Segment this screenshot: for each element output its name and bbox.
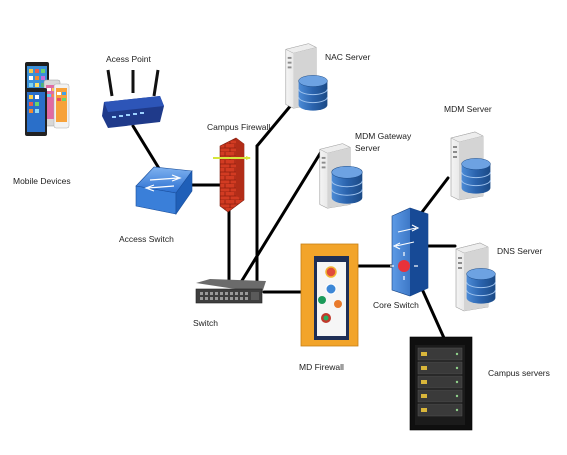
app-firewall-icon	[300, 243, 359, 347]
label-campus-firewall: Campus Firewall	[207, 122, 271, 132]
label-md-firewall: MD Firewall	[299, 362, 344, 372]
server-rack-icon	[409, 336, 473, 431]
label-mdm-gateway-line1: MDM Gateway	[355, 131, 412, 141]
label-mobile-devices: Mobile Devices	[13, 176, 71, 186]
label-switch: Switch	[193, 318, 219, 328]
link-switch-to-mdm-gateway	[236, 150, 323, 289]
label-mdm-gateway-line2: Server	[355, 143, 381, 153]
rack-switch-icon	[195, 279, 266, 304]
nac-server-icon	[285, 43, 328, 112]
dns-server-icon	[455, 242, 497, 312]
label-mdm-server: MDM Server	[444, 104, 492, 114]
link-access-point-to-access-switch	[131, 124, 162, 172]
label-campus-servers: Campus servers	[488, 368, 550, 378]
label-access-switch: Access Switch	[119, 234, 174, 244]
label-access-point: Acess Point	[106, 54, 151, 64]
network-switch-icon	[135, 166, 193, 215]
label-core-switch: Core Switch	[373, 300, 419, 310]
brick-firewall-icon	[213, 137, 251, 213]
label-nac-server: NAC Server	[325, 52, 371, 62]
core-switch-icon	[390, 207, 429, 297]
label-dns-server: DNS Server	[497, 246, 543, 256]
wireless-router-icon	[102, 69, 164, 128]
mdm-server-icon	[450, 131, 492, 201]
smartphones-icon	[25, 62, 70, 136]
